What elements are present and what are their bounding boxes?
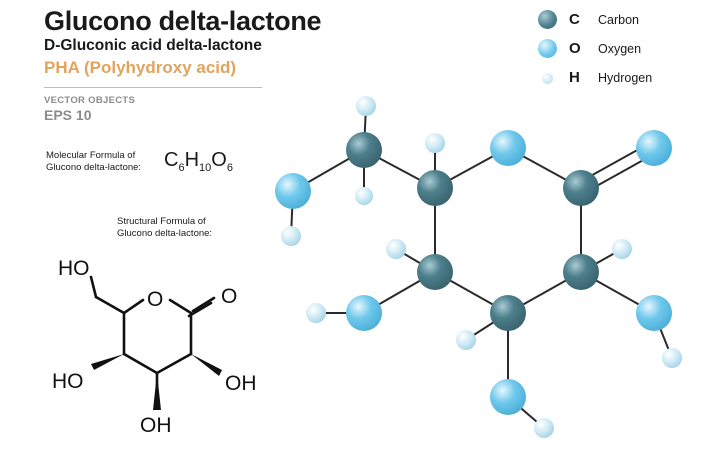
hydrogen-atom [662,348,682,368]
subtitle: D-Gluconic acid delta-lactone [44,37,262,54]
wedge-c2-oh [191,354,222,376]
structural-formula-label: Structural Formula of Glucono delta-lact… [117,216,212,239]
hydrogen-atom [612,239,632,259]
oxygen-atoms [275,130,672,415]
vector-objects-label: VECTOR OBJECTS [44,95,136,106]
hydrogen-atom [534,418,554,438]
oxygen-atom [636,130,672,166]
oxygen-atom [636,295,672,331]
bond-ring-o-c5 [122,298,145,315]
oxygen-atom [490,379,526,415]
formula-o: O [211,149,227,171]
eps-label: EPS 10 [44,107,92,123]
bond-carbonyl-b [187,301,213,318]
hydrogen-atom [356,96,376,116]
group-ho-top: HO [58,257,90,280]
ring-oxygen: O [147,288,163,311]
oxygen-atom [275,173,311,209]
hydrogen-atom [281,226,301,246]
carbon-atom [417,170,453,206]
hydrogen-atoms [281,96,682,438]
tagline: PHA (Polyhydroxy acid) [44,58,237,77]
bond-carbonyl-a [191,296,216,313]
carbon-atoms [346,132,599,331]
bond-c4-c3 [122,352,159,375]
hydrogen-name: Hydrogen [598,71,653,85]
oxygen-atom [490,130,526,166]
page-title: Glucono delta-lactone [44,6,322,36]
structural-label-line1: Structural Formula of [117,216,206,227]
formula-c: C [164,149,179,171]
carbon-atom [417,254,453,290]
molecular-label-line1: Molecular Formula of [46,150,136,161]
carbon-atom [490,295,526,331]
oxygen-atom [346,295,382,331]
group-oh-bottom: OH [140,414,172,437]
wedge-c4-ho [91,354,124,370]
molecular-formula-label: Molecular Formula of Glucono delta-lacto… [46,150,141,173]
hydrogen-swatch [542,73,553,84]
formula-h: H [184,149,200,171]
carbon-atom [346,132,382,168]
bond-ch2-oh [89,275,98,299]
hydrogen-atom [456,330,476,350]
hydrogen-atom [386,239,406,259]
formula-c-sub: 6 [178,162,185,174]
carbon-name: Carbon [598,13,639,27]
hydrogen-symbol: H [569,69,580,86]
formula-h-sub: 10 [199,162,212,174]
oxygen-swatch [538,39,557,58]
hydrogen-atom [425,133,445,153]
formula-o-sub: 6 [226,162,233,174]
carbon-atom [563,170,599,206]
molecular-formula: C6H10O6 [164,149,233,174]
group-oh-right: OH [225,372,257,395]
carbon-symbol: C [569,11,580,28]
bond-c1-ring-o [168,298,193,315]
wedge-c3-oh [153,373,161,410]
oxygen-name: Oxygen [598,42,642,56]
molecular-label-line2: Glucono delta-lactone: [46,161,142,173]
hydrogen-atom [306,303,326,323]
bond-c3-c2 [155,352,193,375]
carbon-atom [563,254,599,290]
hydrogen-atom [355,187,373,205]
bond-c5-ch2 [94,295,126,315]
structural-label-line2: Glucono delta-lactone: [117,227,213,239]
group-ho-left: HO [52,370,84,393]
oxygen-symbol: O [569,40,581,57]
carbon-swatch [538,10,557,29]
divider [44,87,262,88]
carbonyl-oxygen: O [221,285,237,308]
